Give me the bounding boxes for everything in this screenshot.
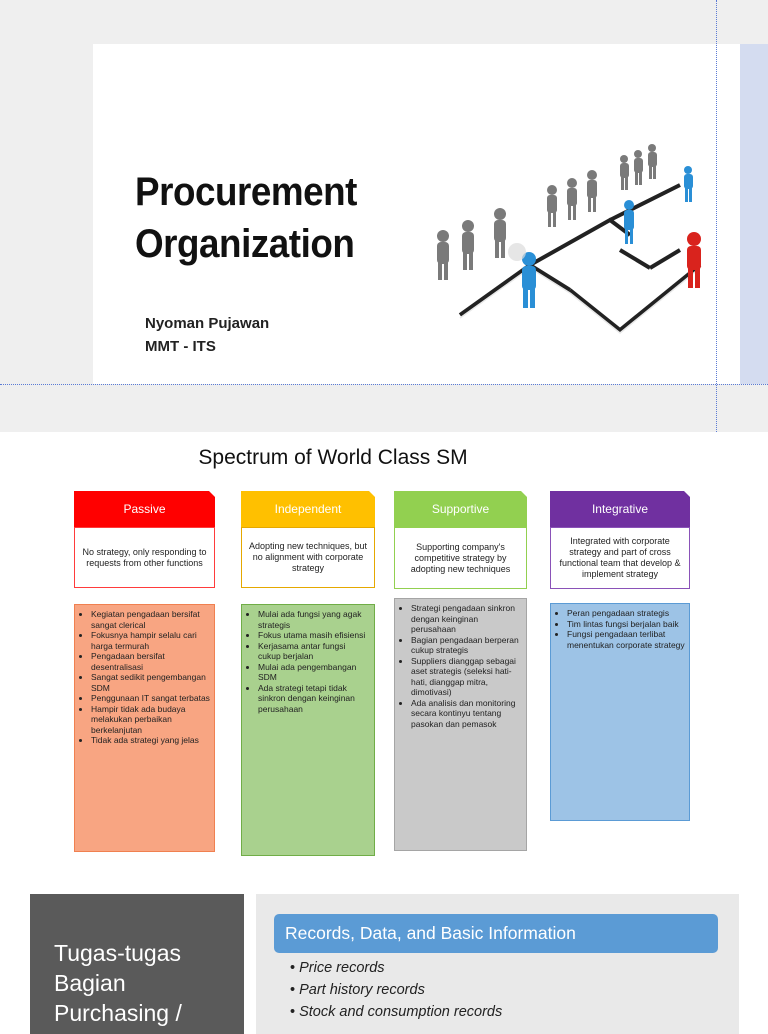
records-list: Price records Part history records Stock… bbox=[290, 957, 502, 1023]
purchasing-tasks-slide: Tugas-tugas Bagian Purchasing / Records,… bbox=[0, 864, 768, 1034]
accent-block-side bbox=[740, 132, 768, 384]
presentation-title: Procurement Organization bbox=[135, 166, 357, 270]
column-description: Supporting company's competitive strateg… bbox=[394, 527, 527, 589]
author-affiliation: MMT - ITS bbox=[145, 338, 216, 355]
content-panel: Records, Data, and Basic Information Pri… bbox=[256, 894, 739, 1034]
list-item: Hampir tidak ada budaya melakukan perbai… bbox=[91, 704, 210, 736]
list-item: Tidak ada strategi yang jelas bbox=[91, 735, 210, 746]
author-name: Nyoman Pujawan bbox=[145, 315, 270, 332]
section-title: Tugas-tugas Bagian Purchasing / bbox=[54, 938, 182, 1028]
list-item: Mulai ada pengembangan SDM bbox=[258, 662, 370, 683]
title-line-2: Organization bbox=[135, 222, 355, 266]
column-description: Integrated with corporate strategy and p… bbox=[550, 527, 690, 589]
column-header: Supportive bbox=[394, 491, 527, 527]
list-item: Kegiatan pengadaan bersifat sangat cleri… bbox=[91, 609, 210, 630]
title-line-1: Procurement bbox=[135, 170, 357, 214]
list-item: Fokus utama masih efisiensi bbox=[258, 630, 370, 641]
column-list: Strategi pengadaan sinkron dengan keingi… bbox=[394, 598, 527, 851]
list-item: Peran pengadaan strategis bbox=[567, 608, 685, 619]
slide-title: Spectrum of World Class SM bbox=[198, 446, 468, 469]
column-header: Integrative bbox=[550, 491, 690, 527]
section-title-line: Purchasing / bbox=[54, 1000, 182, 1026]
title-slide: Procurement Organization Nyoman Pujawan … bbox=[0, 0, 768, 432]
list-item: Kerjasama antar fungsi cukup berjalan bbox=[258, 641, 370, 662]
list-item: Price records bbox=[290, 957, 502, 979]
list-item: Bagian pengadaan berperan cukup strategi… bbox=[411, 635, 522, 656]
list-item: Penggunaan IT sangat terbatas bbox=[91, 693, 210, 704]
list-item: Strategi pengadaan sinkron dengan keingi… bbox=[411, 603, 522, 635]
column-description: Adopting new techniques, but no alignmen… bbox=[241, 527, 375, 588]
guide-line-vertical bbox=[716, 0, 717, 432]
section-title-line: Tugas-tugas bbox=[54, 940, 181, 966]
list-item: Part history records bbox=[290, 979, 502, 1001]
list-item: Suppliers dianggap sebagai aset strategi… bbox=[411, 656, 522, 698]
list-item: Stock and consumption records bbox=[290, 1001, 502, 1023]
column-header: Independent bbox=[241, 491, 375, 527]
list-item: Fungsi pengadaan terlibat menentukan cor… bbox=[567, 629, 685, 650]
section-title-line: Bagian bbox=[54, 970, 126, 996]
list-item: Fokusnya hampir selalu cari harga termur… bbox=[91, 630, 210, 651]
spectrum-slide: Spectrum of World Class SM Passive No st… bbox=[0, 432, 768, 864]
list-item: Sangat sedikit pengembangan SDM bbox=[91, 672, 210, 693]
column-list: Kegiatan pengadaan bersifat sangat cleri… bbox=[74, 604, 215, 852]
column-description: No strategy, only responding to requests… bbox=[74, 527, 215, 588]
section-panel: Tugas-tugas Bagian Purchasing / bbox=[30, 894, 244, 1034]
column-header: Passive bbox=[74, 491, 215, 527]
list-item: Tim lintas fungsi berjalan baik bbox=[567, 619, 685, 630]
column-list: Mulai ada fungsi yang agak strategis Fok… bbox=[241, 604, 375, 856]
column-list: Peran pengadaan strategis Tim lintas fun… bbox=[550, 603, 690, 821]
guide-line-horizontal bbox=[0, 384, 768, 385]
list-item: Pengadaan bersifat desentralisasi bbox=[91, 651, 210, 672]
org-chart-illustration bbox=[437, 144, 702, 334]
author-block: Nyoman Pujawan MMT - ITS bbox=[145, 312, 269, 358]
category-banner: Records, Data, and Basic Information bbox=[274, 914, 718, 953]
list-item: Ada strategi tetapi tidak sinkron dengan… bbox=[258, 683, 370, 715]
list-item: Ada analisis dan monitoring secara konti… bbox=[411, 698, 522, 730]
list-item: Mulai ada fungsi yang agak strategis bbox=[258, 609, 370, 630]
